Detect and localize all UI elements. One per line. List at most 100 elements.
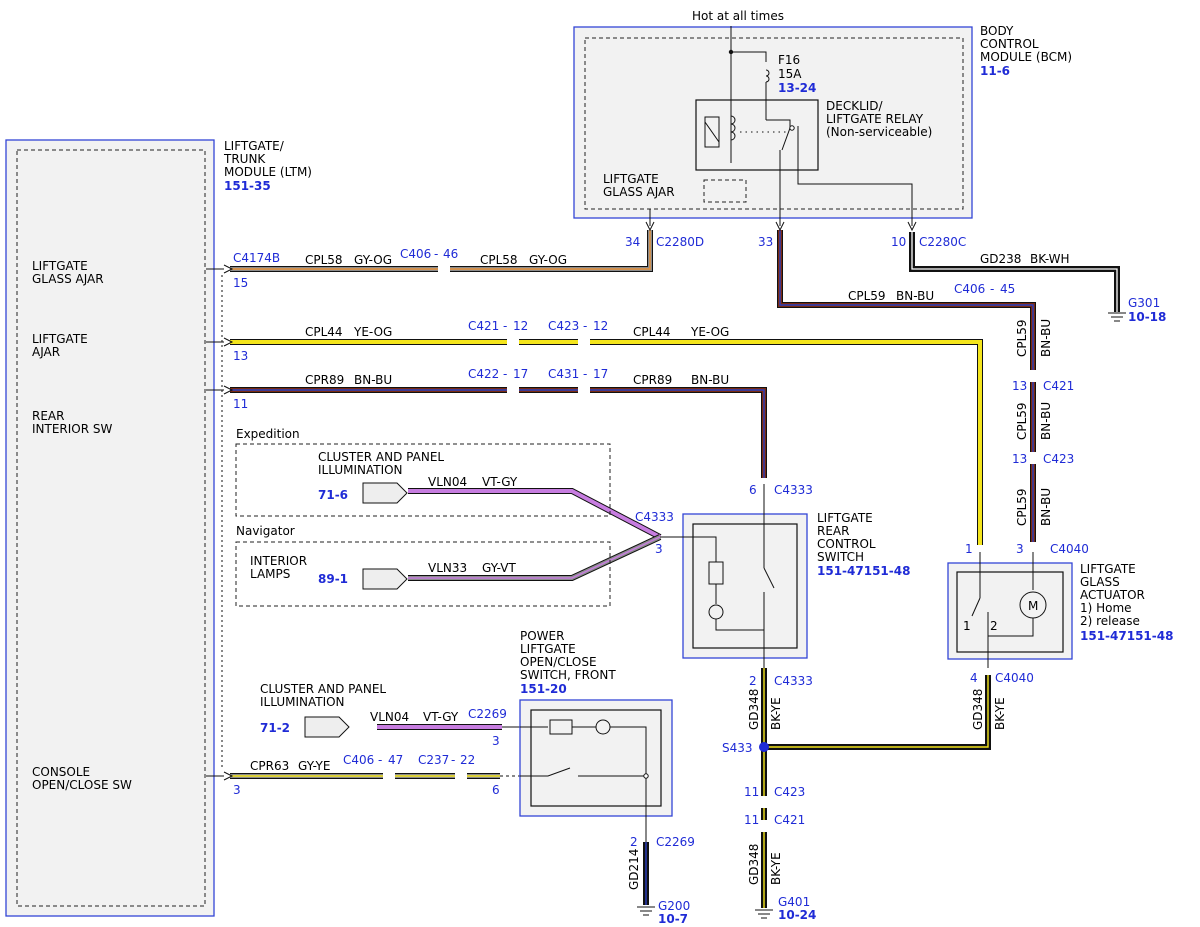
ltm-input-rear-sw-2: INTERIOR SW	[32, 422, 113, 436]
ltm-input-ajar-1: LIFTGATE	[32, 332, 88, 346]
motor-label: M	[1028, 599, 1038, 613]
relay-out-c2280c	[797, 126, 913, 226]
ltm-module-box	[5, 139, 215, 917]
bcm-glass-ajar-2: GLASS AJAR	[603, 185, 675, 199]
c406-45-sep: -	[990, 282, 994, 296]
actuator-switch-contact	[971, 597, 981, 617]
c2269-pin2: 2	[630, 835, 638, 849]
c4174b-pin: 15	[233, 276, 248, 290]
splice-s433	[759, 742, 769, 752]
c421-right-pin: 13	[1012, 379, 1027, 393]
relay-contact	[766, 119, 791, 151]
wire-vln04-exp	[408, 489, 661, 539]
power-switch-title-1: POWER	[520, 629, 564, 643]
c2280d-33-arrow-icon	[775, 221, 785, 232]
c4333-pin3: 3	[655, 542, 663, 556]
vln04-exp-id: VLN04	[428, 475, 467, 489]
relay-diode-mark	[704, 121, 720, 143]
c4333-bottom-label: C4333	[774, 674, 813, 688]
c406-47-sep: -	[378, 753, 382, 767]
power-switch-ground	[610, 726, 647, 842]
c423-right-pin: 13	[1012, 452, 1027, 466]
c2269-top-label: C2269	[468, 707, 507, 721]
c4040-pin1: 1	[965, 542, 973, 556]
c4174b-arrow-icon	[223, 264, 234, 274]
bcm-inner-boundary	[584, 37, 964, 210]
gd348-upper-id: GD348	[747, 689, 761, 730]
gd348-upper-color: BK-YE	[769, 697, 783, 730]
expedition-label: Expedition	[236, 427, 300, 441]
relay-contact-point	[789, 125, 795, 131]
c406-45-label: C406	[954, 282, 985, 296]
wire-vln33-tracer	[408, 536, 661, 579]
c237-22-label: C237	[418, 753, 449, 767]
wire-cpl58-tracer	[230, 230, 651, 270]
c2280c-arrow-icon	[907, 221, 917, 232]
rear-switch-title-4: SWITCH	[817, 550, 864, 564]
c423-12-label: C423	[548, 319, 579, 333]
cpr89-right-id: CPR89	[633, 373, 672, 387]
fuse-icon	[765, 69, 770, 83]
glass-ajar-block	[703, 179, 747, 203]
cpr63-color: GY-YE	[298, 759, 330, 773]
c423-12-sep: -	[583, 319, 587, 333]
cpl44-left-color: YE-OG	[353, 325, 392, 339]
c4040-top-label: C4040	[1050, 542, 1089, 556]
rear-switch-led-return	[715, 619, 764, 631]
front-cluster-2: ILLUMINATION	[260, 695, 345, 709]
cpl59-v2-id: CPL59	[1015, 402, 1029, 440]
c4333-pin6: 6	[749, 483, 757, 497]
cpl44-right-color: YE-OG	[690, 325, 729, 339]
c421-low-label: C421	[774, 813, 805, 827]
c431-17-pin: 17	[593, 367, 608, 381]
expedition-cluster-2: ILLUMINATION	[318, 463, 403, 477]
wire-cpl44	[230, 340, 982, 545]
relay-title-3: (Non-serviceable)	[826, 125, 932, 139]
front-cluster-ref: 71-2	[260, 721, 290, 735]
gd348-act-color: BK-YE	[993, 697, 1007, 730]
c422-break	[507, 383, 519, 397]
c423-right-label: C423	[1043, 452, 1074, 466]
g301-ref: 10-18	[1128, 310, 1166, 324]
interior-connector-icon	[362, 568, 408, 590]
ltm-13-arrow-icon	[223, 337, 234, 347]
c421-right-label: C421	[1043, 379, 1074, 393]
fuse-rating: 15A	[778, 67, 802, 81]
bcm-title-3: MODULE (BCM)	[980, 50, 1072, 64]
cluster-connector-icon	[362, 482, 408, 504]
ltm-input-rear-sw-1: REAR	[32, 409, 64, 423]
wire-cpr89-outline	[230, 387, 767, 478]
c2280d-pin34: 34	[625, 235, 640, 249]
wire-cpl59	[778, 230, 1035, 542]
c423-12-pin: 12	[593, 319, 608, 333]
wire-cpr89-tracer	[230, 389, 765, 478]
bcm-glass-ajar-1: LIFTGATE	[603, 172, 659, 186]
interior-lamps-1: INTERIOR	[250, 554, 307, 568]
ltm-title-2: TRUNK	[223, 152, 266, 166]
bcm-title-2: CONTROL	[980, 37, 1039, 51]
actuator-box	[947, 562, 1073, 660]
cpl58-right-id: CPL58	[480, 253, 518, 267]
c406-47-break	[383, 769, 395, 783]
c406-46-sep: -	[434, 247, 438, 261]
cpr89-left-color: BN-BU	[354, 373, 392, 387]
interior-lamps-2: LAMPS	[250, 567, 290, 581]
actuator-title-1: LIFTGATE	[1080, 562, 1136, 576]
ltm-11-arrow-icon	[223, 385, 234, 395]
ltm-inner-boundary	[16, 149, 206, 907]
c431-17-sep: -	[583, 367, 587, 381]
cpl59-v2-color: BN-BU	[1039, 402, 1053, 440]
c421-12-sep: -	[503, 319, 507, 333]
relay-title-2: LIFTGATE RELAY	[826, 112, 924, 126]
actuator-mode-1: 1) Home	[1080, 601, 1132, 615]
c421-right-break	[1026, 370, 1040, 382]
ltm-input-glass-ajar-2: GLASS AJAR	[32, 272, 104, 286]
ltm-title-1: LIFTGATE/	[224, 139, 285, 153]
c237-break	[455, 769, 467, 783]
c2269-bottom-label: C2269	[656, 835, 695, 849]
power-switch-box	[519, 699, 673, 817]
actuator-motor-return	[988, 618, 1034, 637]
cpl59-v1-color: BN-BU	[1039, 319, 1053, 357]
rear-switch-box	[682, 513, 808, 659]
vln04-front-id: VLN04	[370, 710, 409, 724]
